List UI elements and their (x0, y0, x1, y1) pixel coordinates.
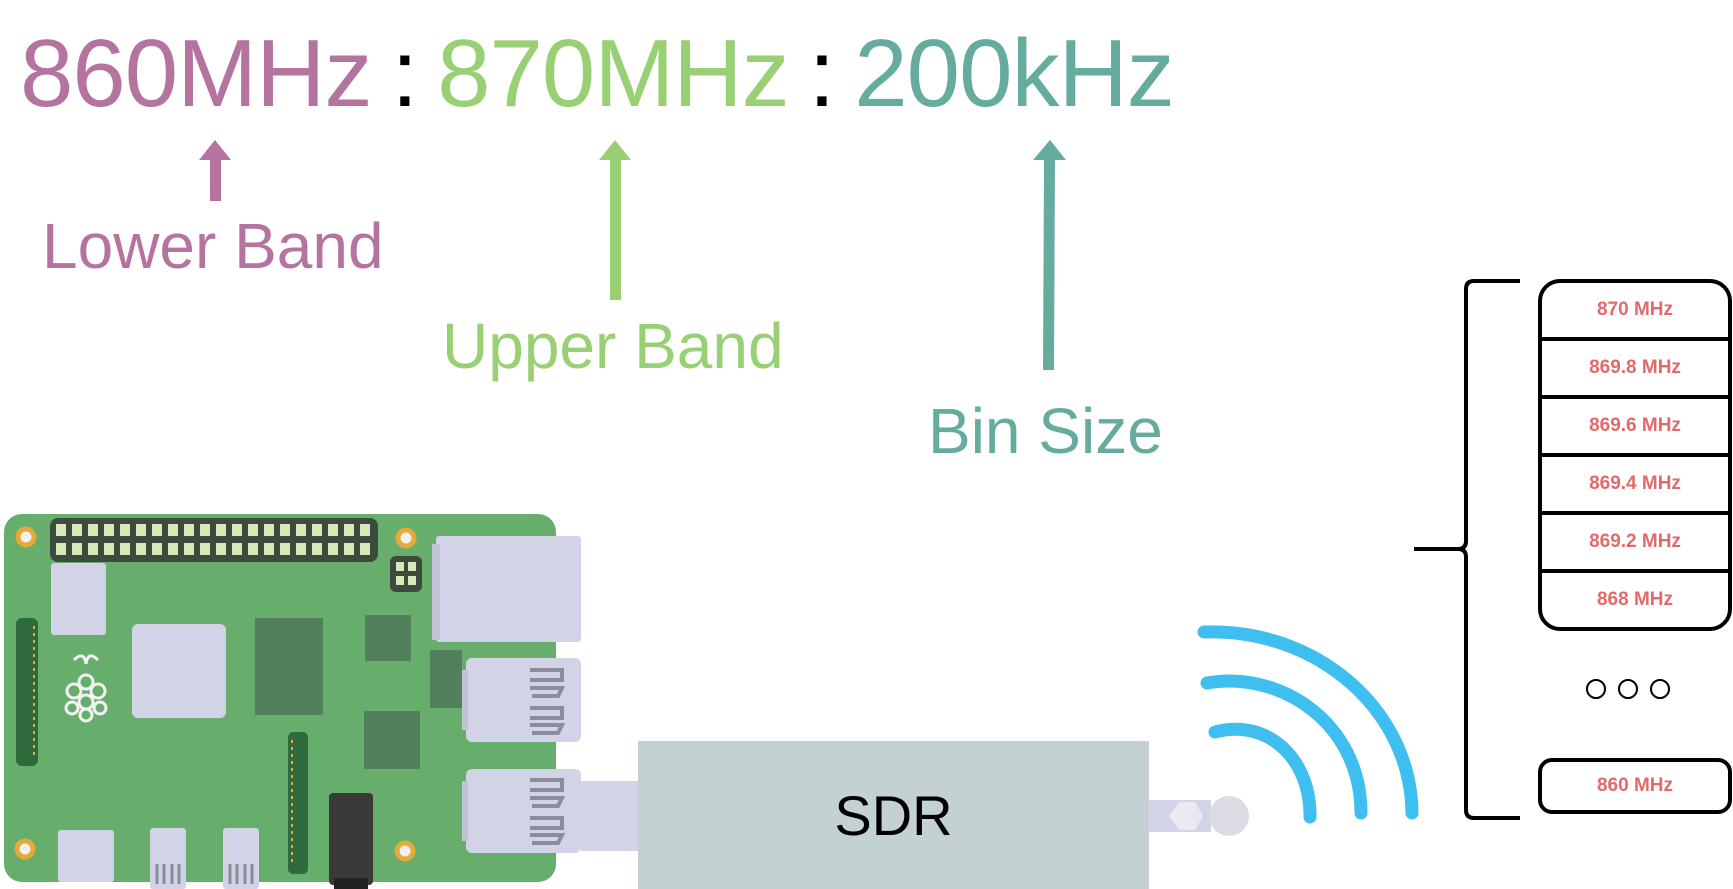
usb-c-power-port (58, 830, 114, 882)
usb-port-stack (462, 658, 581, 742)
upper-band-arrow (599, 140, 631, 300)
separator-colon: : (391, 20, 418, 127)
chip-small (51, 563, 106, 635)
bin-item: 869.4 MHz (1542, 457, 1728, 515)
bin-item: 870 MHz (1542, 283, 1728, 341)
frequency-bins: 870 MHz 869.8 MHz 869.6 MHz 869.4 MHz 86… (1538, 279, 1732, 631)
small-header (390, 556, 422, 592)
ellipsis-dot (1650, 679, 1670, 699)
sdr-label: SDR (834, 783, 953, 847)
bin-size-label: Bin Size (928, 395, 1163, 467)
ellipsis-dots (1586, 679, 1670, 699)
upper-band-label: Upper Band (442, 310, 784, 382)
micro-hdmi-port (150, 828, 186, 889)
chip-usb-controller (365, 615, 411, 661)
curly-brace-icon (1414, 279, 1520, 820)
gpio-header (50, 518, 378, 562)
lower-band-value: 860MHz (20, 20, 372, 127)
mounting-holes (14, 526, 417, 862)
chip-ethernet (430, 650, 462, 708)
lower-band-label: Lower Band (42, 210, 384, 282)
ram-chip (255, 618, 323, 715)
usb-plug-body (600, 781, 638, 851)
bin-stack: 870 MHz 869.8 MHz 869.6 MHz 869.4 MHz 86… (1538, 279, 1732, 631)
bin-item: 869.2 MHz (1542, 515, 1728, 573)
separator-colon: : (808, 20, 836, 127)
display-connector (16, 618, 38, 766)
lower-band-arrow (199, 140, 231, 201)
chip-pmic (364, 711, 420, 769)
bin-item: 869.8 MHz (1542, 341, 1728, 399)
upper-band-value: 870MHz (437, 20, 789, 127)
soc-chip (132, 624, 226, 718)
ellipsis-dot (1618, 679, 1638, 699)
raspberry-logo-icon (64, 654, 108, 723)
bin-item: 868 MHz (1596, 589, 1674, 610)
antenna-connector-icon (1149, 796, 1249, 836)
bin-item-last: 860 MHz (1538, 758, 1732, 814)
ethernet-port (436, 536, 581, 642)
raspberry-pi-board (4, 514, 600, 889)
usb-plug (581, 781, 600, 851)
bin-size-value: 200kHz (854, 20, 1174, 127)
sdr-dongle: SDR (638, 741, 1149, 889)
bin-size-arrow (1033, 140, 1066, 370)
audio-jack (329, 793, 373, 885)
ellipsis-dot (1586, 679, 1606, 699)
wifi-waves (1197, 625, 1419, 824)
bin-item: 869.6 MHz (1542, 399, 1728, 457)
wifi-signal-icon (1149, 625, 1419, 836)
usb-port-stack (462, 769, 581, 853)
headline-parameters: 860MHz:870MHz:200kHz (20, 14, 1175, 134)
micro-hdmi-port (223, 828, 259, 889)
